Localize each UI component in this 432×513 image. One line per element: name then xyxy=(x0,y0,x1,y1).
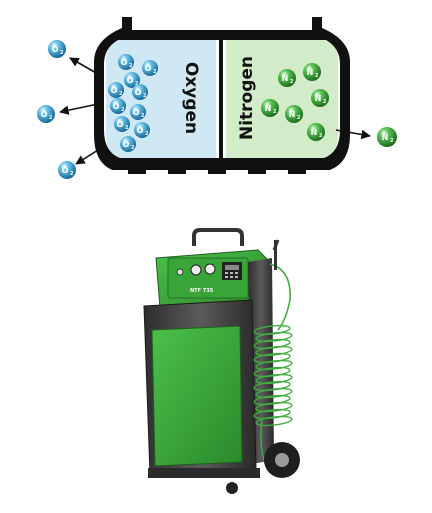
nitrogen-molecule-symbol: N xyxy=(382,133,389,142)
hose-loop xyxy=(253,394,291,406)
nitrogen-molecule xyxy=(377,127,397,147)
oxygen-molecule-subscript: 2 xyxy=(141,113,145,119)
nitrogen-molecule-subscript: 2 xyxy=(273,109,277,115)
oxygen-molecule-symbol: O xyxy=(123,140,130,149)
oxygen-molecule xyxy=(114,116,130,132)
oxygen-molecule xyxy=(132,84,148,100)
pressure-gauge-left xyxy=(190,264,202,276)
nitrogen-molecule-symbol: N xyxy=(315,94,322,103)
nitrogen-label: Nitrogen xyxy=(237,56,257,140)
oxygen-molecule-subscript: 2 xyxy=(60,50,64,56)
oxygen-molecule xyxy=(48,40,66,58)
oxygen-molecule-subscript: 2 xyxy=(143,93,147,99)
oxygen-molecule xyxy=(118,54,134,70)
oxygen-label: Oxygen xyxy=(181,62,201,134)
tank-feet xyxy=(128,168,306,174)
nitrogen-molecule-subscript: 2 xyxy=(297,115,301,121)
oxygen-molecule-symbol: O xyxy=(41,110,48,119)
oxygen-molecule xyxy=(110,98,126,114)
model-label: NTF 735 xyxy=(190,288,214,294)
oxygen-molecule xyxy=(120,136,136,152)
hose-loop xyxy=(255,415,293,427)
oxygen-molecule-symbol: O xyxy=(121,58,128,67)
oxygen-molecule xyxy=(134,122,150,138)
oxygen-molecule-symbol: O xyxy=(62,166,69,175)
nitrogen-molecule-symbol: N xyxy=(307,68,314,77)
hose-loop xyxy=(255,401,293,413)
oxygen-molecule-subscript: 2 xyxy=(131,145,135,151)
rear-wheel-hub xyxy=(275,453,289,467)
hose-loop xyxy=(253,366,291,378)
nitrogen-molecule-symbol: N xyxy=(289,110,296,119)
nitrogen-molecule xyxy=(311,89,329,107)
front-door-panel xyxy=(151,325,243,467)
indicator-left xyxy=(176,268,184,276)
oxygen-molecule-symbol: O xyxy=(52,45,59,54)
display-window xyxy=(225,265,239,270)
oxygen-molecule-subscript: 2 xyxy=(129,63,133,69)
oxygen-molecule-subscript: 2 xyxy=(121,107,125,113)
hose-loop xyxy=(255,359,293,371)
hose-upper xyxy=(269,263,291,331)
oxygen-molecule-subscript: 2 xyxy=(125,125,129,131)
oxygen-molecule-subscript: 2 xyxy=(135,81,139,87)
hose-loop xyxy=(255,331,293,343)
escape-arrows xyxy=(59,57,371,165)
hose-loop xyxy=(253,408,291,420)
machine-base xyxy=(148,468,260,478)
hose-loop xyxy=(253,324,291,336)
keypad xyxy=(225,272,238,278)
hose-hanger-rod xyxy=(274,240,277,270)
oxygen-molecule xyxy=(130,104,146,120)
oxygen-molecule xyxy=(124,72,140,88)
hose-loop xyxy=(253,352,291,364)
oxygen-chamber xyxy=(105,36,216,160)
front-caster-wheel xyxy=(226,482,238,494)
nitrogen-molecule-symbol: N xyxy=(265,104,272,113)
nitrogen-molecule xyxy=(261,99,279,117)
membrane-divider xyxy=(219,30,223,160)
oxygen-molecule-symbol: O xyxy=(113,102,120,111)
hose-loop xyxy=(253,380,291,392)
nitrogen-molecule-subscript: 2 xyxy=(315,73,319,79)
oxygen-molecule xyxy=(58,161,76,179)
tank-wall xyxy=(94,17,350,170)
nitrogen-molecule-subscript: 2 xyxy=(323,99,327,105)
hose-loop xyxy=(255,387,293,399)
oxygen-molecule-symbol: O xyxy=(111,86,118,95)
nitrogen-molecule xyxy=(303,63,321,81)
oxygen-molecule xyxy=(108,82,124,98)
nitrogen-molecule xyxy=(278,69,296,87)
nitrogen-generator-machine: NTF 735 xyxy=(143,228,300,494)
nitrogen-molecule-subscript: 2 xyxy=(290,79,294,85)
oxygen-molecule-symbol: O xyxy=(133,108,140,117)
hose-loop xyxy=(253,338,291,350)
oxygen-molecule-symbol: O xyxy=(145,64,152,73)
oxygen-molecule xyxy=(37,105,55,123)
oxygen-molecule xyxy=(142,60,158,76)
oxygen-molecule-subscript: 2 xyxy=(119,91,123,97)
oxygen-molecule-symbol: O xyxy=(127,76,134,85)
pressure-gauge-right xyxy=(204,263,216,275)
oxygen-molecule-symbol: O xyxy=(117,120,124,129)
hose-loop xyxy=(255,345,293,357)
machine-handle xyxy=(192,228,244,246)
oxygen-molecule-subscript: 2 xyxy=(153,69,157,75)
nitrogen-molecule-symbol: N xyxy=(282,74,289,83)
coiled-hose xyxy=(253,324,293,471)
hose-loop xyxy=(255,373,293,385)
nitrogen-molecule xyxy=(285,105,303,123)
nitrogen-molecule xyxy=(307,123,325,141)
oxygen-molecule-subscript: 2 xyxy=(145,131,149,137)
nitrogen-molecule-subscript: 2 xyxy=(390,138,394,144)
nitrogen-molecule-subscript: 2 xyxy=(319,133,323,139)
oxygen-molecule-symbol: O xyxy=(137,126,144,135)
oxygen-molecule-subscript: 2 xyxy=(49,115,53,121)
oxygen-molecule-symbol: O xyxy=(135,88,142,97)
nitrogen-molecule-symbol: N xyxy=(311,128,318,137)
oxygen-molecule-subscript: 2 xyxy=(70,171,74,177)
